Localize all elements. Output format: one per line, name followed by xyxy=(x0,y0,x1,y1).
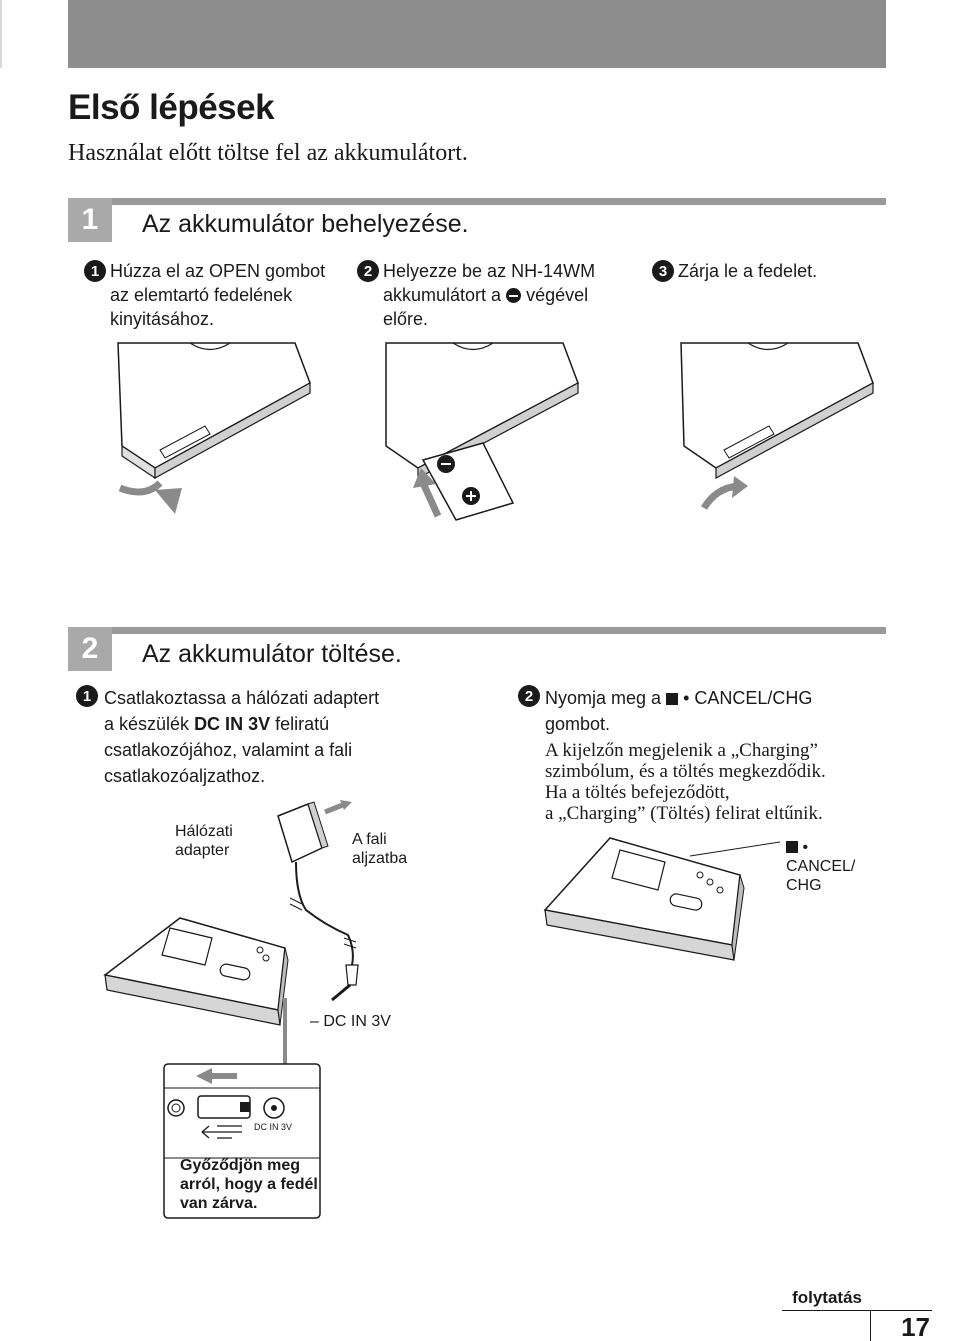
step-1-sub-2-line-2-before: akkumulátort a xyxy=(383,285,502,305)
cancel-chg-player-illustration xyxy=(543,837,781,961)
cancel-chg-bullet: • xyxy=(802,839,809,856)
step-1-sub-3-number: 3 xyxy=(652,260,674,282)
wall-outlet-label-line-2: aljzatba xyxy=(352,850,408,867)
dc-in-3v-label: DC IN 3V xyxy=(194,714,271,734)
step-1-sub-1-line-3: kinyitásához. xyxy=(110,309,215,329)
step-2-title: Az akkumulátor töltése. xyxy=(142,640,402,668)
cancel-chg-label-line-1: CANCEL/ xyxy=(786,858,856,875)
step-2-sub-2-line-1-before: Nyomja meg a xyxy=(545,688,662,708)
step-2-sub-1-line-1: Csatlakoztassa a hálózati adaptert xyxy=(104,688,380,708)
page-subtitle: Használat előtt töltse fel az akkumuláto… xyxy=(68,140,468,166)
step-2-rule xyxy=(112,627,886,634)
page-title: Első lépések xyxy=(68,88,275,127)
step-2-sub-2-body: A kijelzőn megjelenik a „Charging” szimb… xyxy=(545,740,826,824)
step-2-sub-2-body-line-2: szimbólum, és a töltés megkezdődik. xyxy=(545,761,826,782)
wall-outlet-label-line-1: A fali xyxy=(352,831,387,848)
step-2-sub-1-line-2-after: feliratú xyxy=(275,714,330,734)
step-1-title: Az akkumulátor behelyezése. xyxy=(142,210,469,238)
step-2-sub-1-number: 1 xyxy=(76,685,98,707)
footer-rule xyxy=(782,1310,932,1311)
step-1-number: 1 xyxy=(68,198,112,242)
footer-divider xyxy=(870,1310,871,1341)
close-cover-illustration xyxy=(680,342,874,510)
stop-square-icon xyxy=(786,841,798,853)
step-2-sub-2-line-2: gombot. xyxy=(545,714,611,734)
step-2-sub-2-number: 2 xyxy=(518,685,540,707)
step-2-sub-2-line-1: Nyomja meg a • CANCEL/CHG xyxy=(545,685,812,711)
inset-note-line-3: van zárva. xyxy=(180,1195,258,1212)
minus-terminal-icon xyxy=(506,288,522,303)
step-2-sub-2-body-line-1: A kijelzőn megjelenik a „Charging” xyxy=(545,740,818,761)
step-2-sub-2-body-line-3: Ha a töltés befejeződött, xyxy=(545,782,730,803)
step-1-rule xyxy=(112,198,886,205)
adapter-label-line-1: Hálózati xyxy=(175,823,233,840)
ac-adapter-connection-illustration xyxy=(103,800,359,1065)
adapter-label: Hálózati adapter xyxy=(175,822,233,860)
step-2-sub-1-text: Csatlakoztassa a hálózati adaptert a kés… xyxy=(104,685,379,789)
open-battery-cover-illustration xyxy=(117,342,311,514)
cancel-chg-label: • CANCEL/CHG xyxy=(683,688,813,708)
step-2-sub-1-line-2: a készülék DC IN 3V feliratú xyxy=(104,711,379,737)
header-bar xyxy=(68,0,886,68)
step-1-sub-2-text: Helyezze be az NH-14WM akkumulátort a vé… xyxy=(383,259,595,331)
step-1-sub-2-line-1: Helyezze be az NH-14WM xyxy=(383,261,596,281)
step-2-sub-2-body-line-4: a „Charging” (Töltés) felirat eltűnik. xyxy=(545,803,823,824)
step-1-sub-2-number: 2 xyxy=(357,260,379,282)
cancel-chg-symbol-line: • xyxy=(786,838,855,857)
inset-dc-in-label: DC IN 3V xyxy=(254,1122,293,1132)
step-2-sub-1-line-3: csatlakozójához, valamint a fali xyxy=(104,740,353,760)
cancel-chg-button-label: • CANCEL/ CHG xyxy=(786,838,855,895)
step-1-sub-2-line-2: akkumulátort a végével xyxy=(383,283,595,307)
step-2-sub-2-text: Nyomja meg a • CANCEL/CHG gombot. xyxy=(545,685,812,737)
step-1-sub-1-text: Húzza el az OPEN gombot az elemtartó fed… xyxy=(110,259,325,331)
step-1-sub-2-line-3: előre. xyxy=(383,309,429,329)
step-1-sub-1-number: 1 xyxy=(84,260,106,282)
cancel-chg-label-line-2: CHG xyxy=(786,877,822,894)
insert-battery-illustration xyxy=(385,342,579,521)
step-1-sub-1-line-2: az elemtartó fedelének xyxy=(110,285,293,305)
wall-outlet-label: A fali aljzatba xyxy=(352,830,407,868)
page-number: 17 xyxy=(901,1312,930,1341)
dc-in-jack-label: – DC IN 3V xyxy=(310,1013,391,1030)
page-edge-mark xyxy=(0,0,2,68)
step-2-sub-1-line-2-before: a készülék xyxy=(104,714,190,734)
inset-note-line-2: arról, hogy a fedél xyxy=(180,1176,318,1193)
dc-in-inset-illustration xyxy=(163,1063,321,1219)
step-2-number: 2 xyxy=(68,627,112,671)
step-1-sub-1-line-1: Húzza el az OPEN gombot xyxy=(110,261,326,281)
adapter-label-line-2: adapter xyxy=(175,842,230,859)
step-2-sub-1-line-4: csatlakozóaljzathoz. xyxy=(104,766,266,786)
inset-note: Győződjön meg arról, hogy a fedél van zá… xyxy=(180,1156,318,1213)
step-1-sub-3-text: Zárja le a fedelet. xyxy=(678,261,818,281)
continued-label: folytatás xyxy=(792,1288,862,1307)
step-1-sub-2-line-2-after: végével xyxy=(526,285,589,305)
stop-square-icon xyxy=(666,693,679,705)
inset-note-line-1: Győződjön meg xyxy=(180,1157,300,1174)
